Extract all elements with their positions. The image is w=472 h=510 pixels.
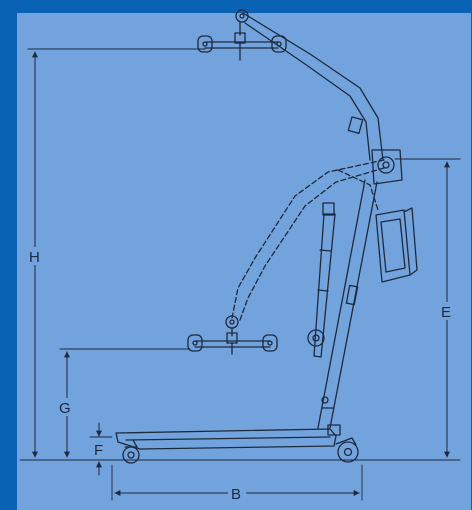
front-caster-wheel bbox=[122, 446, 140, 464]
spreader-bar-raised bbox=[197, 21, 287, 61]
dimension-lines bbox=[32, 51, 450, 496]
spreader-bar-lowered bbox=[187, 315, 278, 355]
dimension-b-label: B bbox=[231, 486, 241, 503]
lift-mast bbox=[317, 179, 378, 429]
lift-base bbox=[115, 424, 359, 464]
dimension-f-label: F bbox=[94, 442, 103, 459]
extension-lines bbox=[19, 48, 461, 501]
emergency-lowering-knob bbox=[307, 329, 325, 347]
diagram-panel bbox=[17, 13, 471, 510]
dimension-e-label: E bbox=[441, 304, 451, 321]
dimension-g-label: G bbox=[59, 400, 71, 417]
dimension-labels: H G F E B bbox=[25, 247, 458, 503]
control-box bbox=[375, 207, 418, 283]
rear-caster-wheel bbox=[337, 441, 359, 463]
boom-raised bbox=[235, 9, 403, 185]
boom-lowered bbox=[231, 159, 385, 321]
actuator bbox=[307, 202, 336, 358]
dimension-h-label: H bbox=[29, 249, 40, 266]
boom-pivot bbox=[377, 156, 395, 174]
